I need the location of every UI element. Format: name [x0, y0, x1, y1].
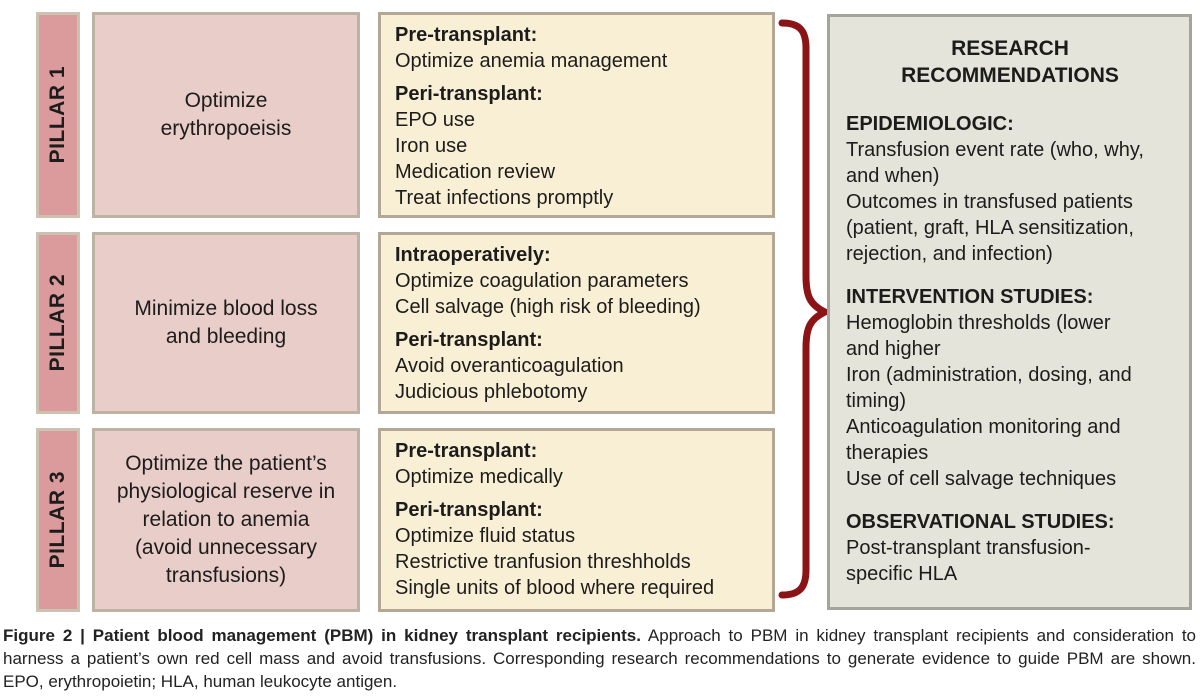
- research-section-items: Hemoglobin thresholds (lower and higher …: [846, 312, 1132, 490]
- detail-items: Optimize anemia management: [395, 50, 668, 72]
- detail-heading: Peri-transplant:: [395, 329, 543, 351]
- research-section-heading: INTERVENTION STUDIES:: [846, 286, 1094, 308]
- pillar-1-summary: Optimize erythropoeisis: [160, 89, 292, 140]
- pillar-3-summary-box: Optimize the patient’s physiological res…: [92, 428, 360, 612]
- detail-heading: Pre-transplant:: [395, 24, 538, 46]
- research-section-heading: EPIDEMIOLOGIC:: [846, 113, 1014, 135]
- curly-brace-icon: [778, 19, 831, 599]
- detail-items: Optimize fluid status Restrictive tranfu…: [395, 525, 715, 599]
- research-recommendations-box: RESEARCH RECOMMENDATIONS EPIDEMIOLOGIC: …: [827, 14, 1192, 610]
- detail-group: Peri-transplant: EPO use Iron use Medica…: [395, 81, 758, 211]
- detail-group: Pre-transplant: Optimize medically: [395, 438, 758, 490]
- detail-heading: Peri-transplant:: [395, 83, 543, 105]
- pillar-1-label: PILLAR 1: [46, 66, 69, 164]
- figure-caption-text: Approach to PBM in kidney transplant rec…: [3, 626, 1196, 691]
- research-title: RESEARCH RECOMMENDATIONS: [901, 37, 1119, 87]
- pillar-2-label-box: PILLAR 2: [36, 232, 80, 414]
- detail-group: Intraoperatively: Optimize coagulation p…: [395, 242, 758, 320]
- pillar-2-label: PILLAR 2: [46, 274, 69, 372]
- research-section-epidemiologic: EPIDEMIOLOGIC: Transfusion event rate (w…: [846, 111, 1174, 267]
- pillar-3-detail-box: Pre-transplant: Optimize medically Peri-…: [378, 428, 775, 612]
- research-section-items: Post-transplant transfusion- specific HL…: [846, 537, 1091, 585]
- pillar-3-label: PILLAR 3: [46, 471, 69, 569]
- detail-group: Pre-transplant: Optimize anemia manageme…: [395, 22, 758, 74]
- detail-items: Avoid overanticoagulation Judicious phle…: [395, 355, 624, 403]
- pillar-2-summary-box: Minimize blood loss and bleeding: [92, 232, 360, 414]
- detail-items: Optimize medically: [395, 466, 563, 488]
- pillar-1-detail-box: Pre-transplant: Optimize anemia manageme…: [378, 12, 775, 218]
- detail-group: Peri-transplant: Avoid overanticoagulati…: [395, 327, 758, 405]
- research-section-heading: OBSERVATIONAL STUDIES:: [846, 511, 1115, 533]
- pillar-2-detail-box: Intraoperatively: Optimize coagulation p…: [378, 232, 775, 414]
- detail-items: EPO use Iron use Medication review Treat…: [395, 109, 614, 209]
- pillar-2-summary: Minimize blood loss and bleeding: [134, 297, 318, 348]
- detail-heading: Peri-transplant:: [395, 499, 543, 521]
- research-section-intervention: INTERVENTION STUDIES: Hemoglobin thresho…: [846, 284, 1174, 492]
- pillar-3-summary: Optimize the patient’s physiological res…: [116, 452, 336, 587]
- pillar-1-label-box: PILLAR 1: [36, 12, 80, 218]
- detail-group: Peri-transplant: Optimize fluid status R…: [395, 497, 758, 601]
- figure-caption-bold: Figure 2 | Patient blood management (PBM…: [3, 626, 641, 645]
- figure-caption: Figure 2 | Patient blood management (PBM…: [3, 624, 1196, 693]
- research-section-items: Transfusion event rate (who, why, and wh…: [846, 139, 1144, 265]
- research-section-observational: OBSERVATIONAL STUDIES: Post-transplant t…: [846, 509, 1174, 587]
- detail-heading: Pre-transplant:: [395, 440, 538, 462]
- detail-items: Optimize coagulation parameters Cell sal…: [395, 270, 701, 318]
- detail-heading: Intraoperatively:: [395, 244, 551, 266]
- pillar-1-summary-box: Optimize erythropoeisis: [92, 12, 360, 218]
- pillar-3-label-box: PILLAR 3: [36, 428, 80, 612]
